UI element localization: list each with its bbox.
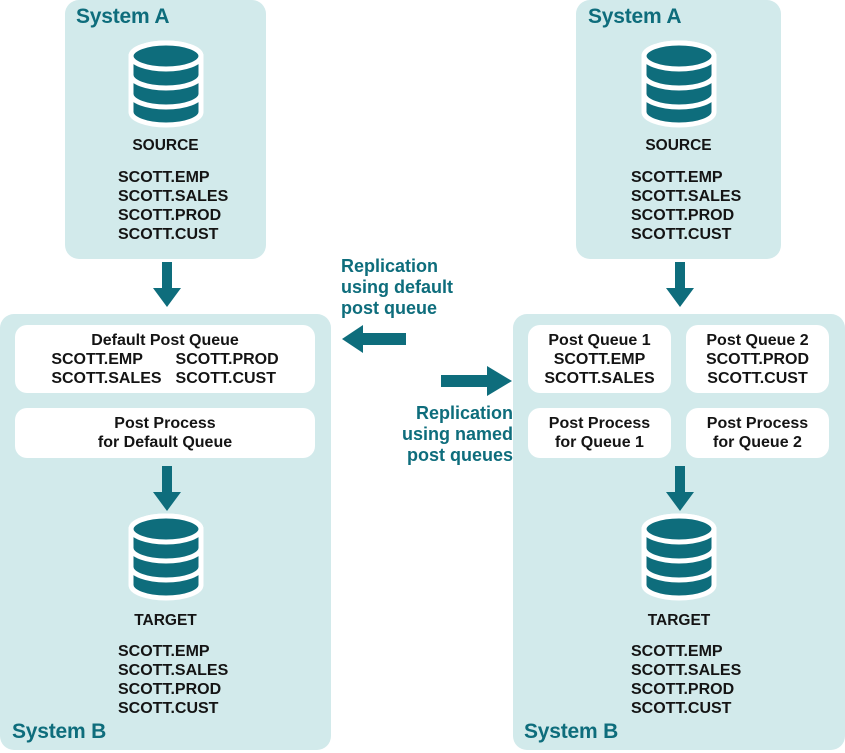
default-post-process-box: Post Process for Default Queue [15,408,315,458]
database-cylinder-icon [637,511,721,603]
arrow-down-icon [152,466,182,512]
default-post-queue-tables-col-right: SCOTT.PROD SCOTT.CUST [175,350,279,387]
left-source-panel-label: System A [76,5,170,28]
post-process-1-box: Post Process for Queue 1 [528,408,671,458]
arrow-down-icon [665,466,695,512]
right-source-panel-label: System A [588,5,682,28]
right-source-caption: SOURCE [645,137,712,154]
post-process-2-box: Post Process for Queue 2 [686,408,829,458]
default-post-process-text: Post Process for Default Queue [97,415,233,451]
right-target-table-list: SCOTT.EMP SCOTT.SALES SCOTT.PROD SCOTT.C… [631,643,742,717]
left-source-table-list: SCOTT.EMP SCOTT.SALES SCOTT.PROD SCOTT.C… [118,169,229,243]
right-target-caption: TARGET [647,612,711,629]
default-post-queue-title: Default Post Queue [91,331,239,349]
left-target-table-list: SCOTT.EMP SCOTT.SALES SCOTT.PROD SCOTT.C… [118,643,229,717]
default-post-queue-tables: SCOTT.EMP SCOTT.SALES SCOTT.PROD SCOTT.C… [51,350,278,388]
left-scenario-caption: Replication using default post queue [341,256,453,318]
database-cylinder-icon [124,38,208,130]
default-post-queue-tables-col-left: SCOTT.EMP SCOTT.SALES [51,350,162,387]
post-queue-2-title: Post Queue 2 [706,331,809,349]
default-post-queue-box: Default Post Queue SCOTT.EMP SCOTT.SALES… [15,325,315,393]
post-process-2-text: Post Process for Queue 2 [706,415,809,451]
database-cylinder-icon [637,38,721,130]
post-queue-1-box: Post Queue 1 SCOTT.EMP SCOTT.SALES [528,325,671,393]
arrow-down-icon [152,262,182,308]
right-scenario-caption: Replication using named post queues [401,403,513,465]
arrow-left-icon [341,324,407,354]
post-process-1-text: Post Process for Queue 1 [548,415,651,451]
arrow-down-icon [665,262,695,308]
left-source-caption: SOURCE [132,137,199,154]
right-target-panel-label: System B [524,720,619,743]
database-cylinder-icon [124,511,208,603]
arrow-right-icon [440,365,513,397]
right-source-table-list: SCOTT.EMP SCOTT.SALES SCOTT.PROD SCOTT.C… [631,169,742,243]
post-queue-2-tables: SCOTT.PROD SCOTT.CUST [705,350,810,387]
post-queue-2-box: Post Queue 2 SCOTT.PROD SCOTT.CUST [686,325,829,393]
post-queue-1-tables: SCOTT.EMP SCOTT.SALES [544,350,655,387]
left-target-panel-label: System B [12,720,107,743]
left-target-caption: TARGET [134,612,197,629]
post-queue-1-title: Post Queue 1 [548,331,651,349]
